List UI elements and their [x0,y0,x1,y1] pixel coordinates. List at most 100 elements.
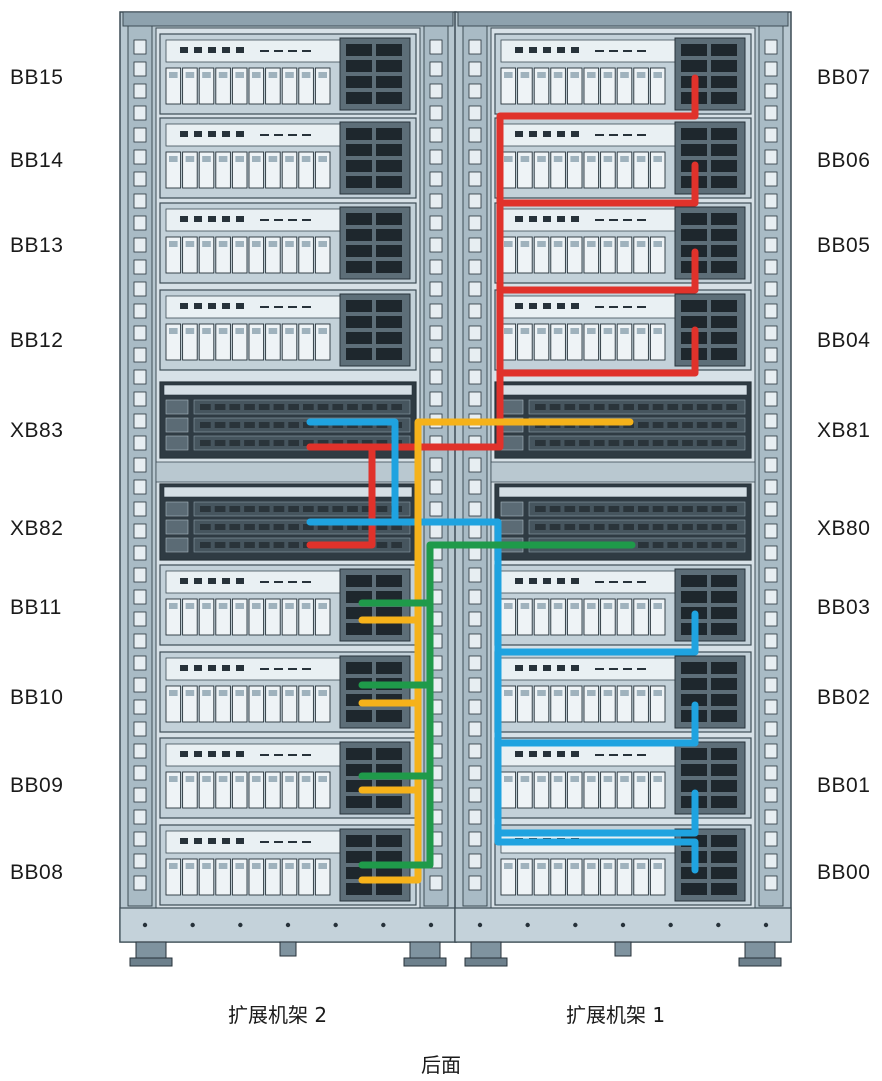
bb-bay-handle [318,241,327,247]
bb-panel [501,124,677,146]
base-bolt [190,923,194,927]
bb-bay-handle [269,690,278,696]
bb-panel [501,209,677,231]
bb-port [346,92,372,104]
bb-port [711,300,737,312]
bb-bay-handle [285,328,294,334]
bb-mark [623,754,632,756]
bb-mark [302,50,311,52]
bb-mark [274,841,283,843]
bb-port [346,710,372,722]
xb-port [535,506,546,512]
bb-port [346,261,372,273]
bb-bay-handle [604,690,613,696]
bb-led [236,131,244,137]
bb-bay-handle [302,603,311,609]
bb-port [346,662,372,674]
bb-led [557,665,565,671]
bb-bay-handle [186,156,195,162]
rack-diagram [0,0,882,1000]
bb-bay-handle [620,72,629,78]
bb-panel [501,658,677,680]
xb-port [594,404,605,410]
bb-bay-handle [302,776,311,782]
post-connector [134,832,146,846]
xb-module [166,520,188,534]
bb-led [571,303,579,309]
xb-port [303,404,314,410]
bb-port [711,796,737,808]
post-connector [469,788,481,802]
bb-port [376,835,402,847]
xb-port [550,440,561,446]
rack-foot [739,958,781,966]
bb-port [376,229,402,241]
xb-port [229,542,240,548]
post-connector [134,744,146,758]
post-connector [134,172,146,186]
bb-port [711,764,737,776]
bb-port [711,575,737,587]
bb-led [208,578,216,584]
bb-bay-handle [504,863,513,869]
bb-port [711,229,737,241]
bb-led [557,131,565,137]
post-connector [134,810,146,824]
bb-port [346,60,372,72]
bb-bay-handle [202,603,211,609]
post-connector [765,392,777,406]
post-connector [469,810,481,824]
post-connector [765,678,777,692]
bb-led [236,751,244,757]
bb-bay-handle [235,690,244,696]
xb-port [712,542,723,548]
bb-bay-handle [537,603,546,609]
bb-bay-handle [554,328,563,334]
bb-mark [595,134,604,136]
bb-bay-handle [504,690,513,696]
post-connector [469,238,481,252]
xb-port [288,506,299,512]
post-connector [134,590,146,604]
bb-bay-handle [302,241,311,247]
bb-mark [288,754,297,756]
post-connector [765,172,777,186]
bb-led [543,216,551,222]
bb-port [346,144,372,156]
xb-port [564,506,575,512]
bb-bay-handle [504,72,513,78]
bb-port [346,332,372,344]
bb-bay-handle [653,156,662,162]
bb-led [222,665,230,671]
bb-port [376,128,402,140]
bb-bay-handle [302,72,311,78]
xb-port [667,404,678,410]
post-connector [765,700,777,714]
bb-led [194,303,202,309]
bb-port [376,92,402,104]
xb-port [653,506,664,512]
post-connector [469,854,481,868]
bb-mark [595,754,604,756]
bb-led [557,578,565,584]
post-connector [765,722,777,736]
xb-port [726,422,737,428]
bb-port [711,316,737,328]
bb-port [711,245,737,257]
xb-port [318,404,329,410]
post-connector [134,260,146,274]
bb-port [681,591,707,603]
xb-port [667,440,678,446]
bb-bay-handle [521,328,530,334]
xb-port [564,440,575,446]
xb-port [667,542,678,548]
bb-led [557,751,565,757]
xb-port [638,524,649,530]
rack-foot [404,958,446,966]
bb-bay-handle [285,603,294,609]
bb-mark [274,306,283,308]
bb-port [346,176,372,188]
xb-port [288,404,299,410]
post-connector [469,326,481,340]
bb-bay-handle [537,156,546,162]
